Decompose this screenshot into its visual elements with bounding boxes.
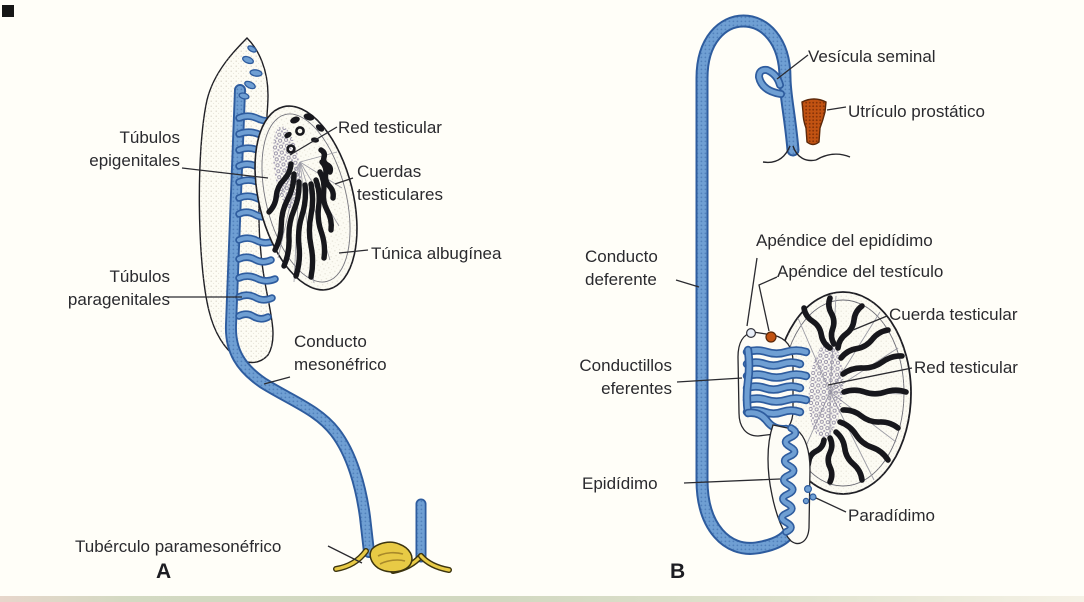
leader-utriculo-prostatico xyxy=(826,106,847,111)
leader-conducto-deferente xyxy=(675,279,700,288)
appendix-epididymis-b xyxy=(745,328,756,339)
panel-a-letter: A xyxy=(156,560,172,583)
label-vesicula-seminal: Vesícula seminal xyxy=(808,47,936,66)
scan-bottom-strip xyxy=(0,596,1084,602)
label-utriculo-prostatico: Utrículo prostático xyxy=(848,102,985,121)
label-epididimo: Epidídimo xyxy=(582,474,658,493)
leader-apendice-epididimo xyxy=(746,257,758,327)
label-conducto-deferente: Conducto deferente xyxy=(585,247,658,290)
leader-red-testicular-b xyxy=(827,367,913,386)
paradidymis-b xyxy=(802,485,817,505)
scan-corner-mark xyxy=(2,5,14,17)
tubule-remnants-a xyxy=(238,45,263,100)
leader-paradidimo xyxy=(815,497,847,513)
sinus-wall-b xyxy=(762,145,851,164)
leader-vesicula-seminal xyxy=(776,54,809,80)
ductus-deferens-b xyxy=(695,14,800,555)
label-tuberculo-paramesonefrico: Tubérculo paramesonéfrico xyxy=(75,537,282,556)
label-tubulos-epigenitales: Túbulos epigenitales xyxy=(89,128,180,171)
leader-apendice-testiculo xyxy=(758,276,778,332)
label-tunica-albuginea: Túnica albugínea xyxy=(371,244,502,263)
efferent-ductules-b xyxy=(742,345,811,434)
leader-cuerda-testicular xyxy=(852,315,888,331)
sinus-tubercle-a xyxy=(369,541,413,573)
leader-lines-b xyxy=(675,54,913,513)
panel-a-drawing xyxy=(167,37,452,574)
leader-cuerdas-testiculares xyxy=(334,177,354,185)
leader-lines-a xyxy=(167,126,369,564)
label-apendice-del-testiculo: Apéndice del testículo xyxy=(777,262,944,281)
leader-tubulos-epigenitales xyxy=(181,167,269,179)
leader-tuberculo xyxy=(327,545,363,564)
testicular-cords-a xyxy=(266,147,336,280)
panel-b-letter: B xyxy=(670,560,686,583)
testicular-cords-b xyxy=(798,295,909,485)
leader-epididimo xyxy=(683,478,781,484)
mesonephric-duct-a xyxy=(224,84,375,558)
label-red-testicular-b: Red testicular xyxy=(914,358,1018,377)
label-red-testicular-a: Red testicular xyxy=(338,118,442,137)
label-apendice-del-epididimo: Apéndice del epidídimo xyxy=(756,231,933,250)
seminal-vesicle-b xyxy=(755,65,785,98)
prostatic-utricle-b xyxy=(801,98,827,146)
epididymis-coil-b xyxy=(778,424,800,536)
label-tubulos-paragenitales: Túbulos paragenitales xyxy=(67,267,170,310)
leader-red-testicular-a xyxy=(289,126,338,156)
leader-tunica-albuginea xyxy=(338,249,369,254)
panel-b-drawing xyxy=(675,14,913,555)
rete-testis-b xyxy=(808,342,844,438)
leader-conductillos-eferentes xyxy=(676,377,743,383)
appendix-testis-b xyxy=(765,331,777,343)
label-cuerda-testicular: Cuerda testicular xyxy=(889,305,1018,324)
leader-conducto-mesonefrico xyxy=(263,376,291,385)
label-cuerdas-testiculares: Cuerdas testiculares xyxy=(357,162,443,205)
label-conductillos-eferentes: Conductillos eferentes xyxy=(579,356,672,399)
label-conducto-mesonefrico: Conducto mesonéfrico xyxy=(294,332,387,375)
label-paradidimo: Paradídimo xyxy=(848,506,935,525)
